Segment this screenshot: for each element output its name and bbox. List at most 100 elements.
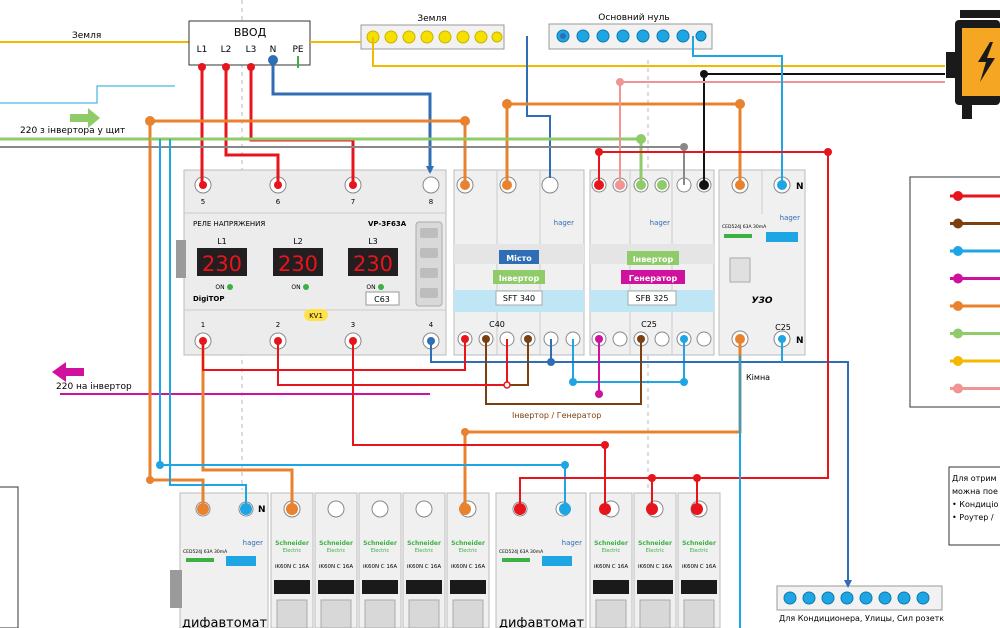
relay-tag: KV1 [309, 312, 323, 320]
breaker-brand: Schneider [407, 540, 441, 547]
left-box [0, 486, 19, 628]
switch-1-line1: Місто [506, 253, 532, 263]
switch-2-line1: Інвертор [633, 255, 674, 264]
note-box [948, 466, 1000, 546]
relay-on-l1: ON [215, 284, 224, 291]
uzo-label: УЗО [752, 296, 773, 306]
breaker-brand-sub: Electric [283, 548, 302, 554]
breaker-brand-sub: Electric [646, 548, 665, 554]
breaker-brand-sub: Electric [690, 548, 709, 554]
input-box-title: ВВОД [234, 26, 267, 39]
note-line: • Кондиціо [952, 500, 999, 509]
bottom-rcbo-1: hager CED524J 63A 30mA N дифавтомат [170, 492, 269, 628]
switch-2-line2: Генератор [629, 274, 678, 283]
switch-1-brand: hager [554, 219, 574, 227]
relay-display-l1 [197, 248, 247, 276]
wire-neutral-bus [526, 36, 551, 178]
relay-display-l3 [348, 248, 398, 276]
wire-blue-2 [169, 139, 247, 509]
to-inverter-label: 220 на інвертор [56, 382, 132, 392]
relay-terminal-5: 5 [201, 198, 205, 206]
breaker-spec: iK60N C 16A [407, 564, 442, 570]
wire-neutral-in [271, 60, 434, 174]
relay-terminal-4: 4 [429, 321, 434, 329]
breaker-brand: Schneider [451, 540, 485, 547]
relay-display-value-l1: 230 [202, 252, 242, 276]
junction-dots [145, 33, 832, 515]
legend-item [950, 273, 1000, 284]
from-inverter-arrow [70, 108, 100, 128]
uzo-n-bottom: N [796, 336, 804, 346]
note-line: можна пое [952, 487, 998, 496]
bottom-bus-label: Для Кондиционера, Улицы, Сил розетк [779, 614, 944, 623]
note-line: • Роутер / [952, 513, 994, 522]
relay-on-l2: ON [291, 284, 300, 291]
breaker-spec: iK60N C 16A [594, 564, 629, 570]
breaker-brand: Schneider [594, 540, 628, 547]
legend-box [909, 176, 1000, 408]
relay-display-value-l3: 230 [353, 252, 393, 276]
breaker-brand: Schneider [682, 540, 716, 547]
wire-l3 [249, 67, 355, 185]
relay-terminal-2: 2 [276, 321, 280, 329]
wire-red-3 [202, 339, 466, 371]
wire-blue-3 [572, 339, 685, 383]
breaker-brand-sub: Electric [415, 548, 434, 554]
input-terminal-l3: L3 [246, 45, 257, 55]
relay-model: VP-3F63A [368, 220, 407, 228]
relay-display-l2 [273, 248, 323, 276]
relay-title: РЕЛЕ НАПРЯЖЕНИЯ [193, 220, 265, 228]
uzo-spec: CED524J 63A 30mA [722, 224, 767, 230]
changeover-switch-1: hager Місто Інвертор SFT 340 C40 [453, 169, 585, 356]
relay-phase-l2: L2 [293, 237, 303, 246]
input-terminal-l1: L1 [197, 45, 208, 55]
wire-orange-left [148, 121, 205, 509]
relay-terminal-8: 8 [429, 198, 433, 206]
relay-terminal-1: 1 [201, 321, 205, 329]
wire-brown-1 [485, 339, 642, 405]
breaker-brand-sub: Electric [602, 548, 621, 554]
input-box [188, 20, 311, 66]
rcbo-1-spec: CED524J 63A 30mA [183, 549, 228, 555]
input-terminal-pe: PE [292, 45, 303, 55]
uzo-rating: C25 [775, 323, 791, 332]
blue-top-line [0, 85, 175, 104]
wire-blue-neutral [692, 36, 783, 185]
relay-display-value-l2: 230 [278, 252, 318, 276]
legend-item [950, 191, 1000, 201]
wire-blue-left [159, 139, 566, 509]
wire-l2 [224, 67, 280, 185]
switch-1-model: SFT 340 [503, 294, 535, 303]
switch-2-rating: C25 [641, 320, 657, 329]
relay-rating: C63 [374, 295, 390, 304]
rcbo-1-brand: hager [243, 539, 263, 547]
legend-item [950, 383, 1000, 394]
relay-phase-l3: L3 [368, 237, 378, 246]
breaker-spec: iK60N C 16A [363, 564, 398, 570]
wire-blue-6 [430, 341, 551, 363]
wire-blue-4 [550, 339, 852, 588]
breaker-brand: Schneider [363, 540, 397, 547]
earth-line-label: Земля [72, 31, 101, 41]
kimna-label: Кімна [746, 373, 770, 382]
relay-terminal-6: 6 [276, 198, 281, 206]
breaker-brand: Schneider [275, 540, 309, 547]
rcbo-1-caption: дифавтомат [182, 616, 267, 628]
breaker-brand: Schneider [319, 540, 353, 547]
switch-2-model: SFB 325 [636, 294, 669, 303]
breaker-brand-sub: Electric [371, 548, 390, 554]
wire-red-2 [352, 341, 606, 509]
relay-brand: DigiTOP [193, 295, 224, 303]
generator-icon [946, 10, 1000, 119]
neutral-bus-label: Основний нуль [598, 13, 669, 23]
breaker-spec: iK60N C 16A [682, 564, 717, 570]
to-inverter-arrow [52, 362, 84, 382]
bottom-rcbo-2: hager CED524J 63A 30mA дифавтомат [495, 492, 587, 628]
